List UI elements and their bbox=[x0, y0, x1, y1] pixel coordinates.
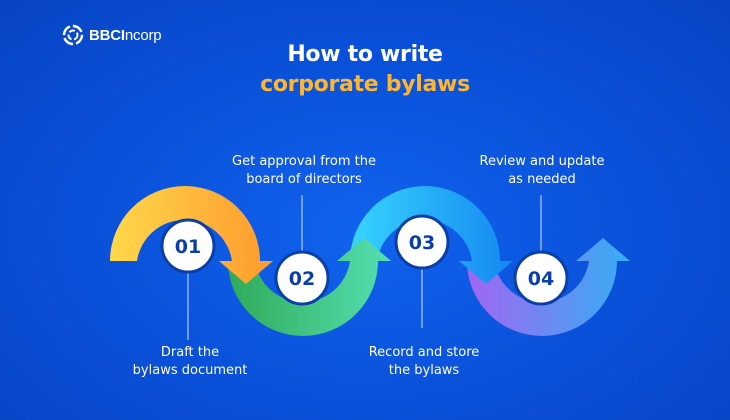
step-02-number: 02 bbox=[289, 268, 315, 290]
step-04-badge: 04 bbox=[513, 250, 569, 306]
step-04-label: Review and update as needed bbox=[479, 154, 605, 187]
step-03-number: 03 bbox=[409, 232, 435, 254]
brand-name: BBCIncorp bbox=[89, 26, 162, 44]
step-03-label: Record and store the bylaws bbox=[368, 345, 480, 378]
step-01-arrow bbox=[110, 186, 273, 284]
step-02-label: Get approval from the board of directors bbox=[232, 154, 376, 187]
step-02-badge: 02 bbox=[274, 250, 330, 306]
circular-logo-icon bbox=[62, 24, 84, 46]
step-02-arrow bbox=[228, 238, 391, 336]
brand-logo: BBCIncorp bbox=[62, 24, 162, 46]
step-01-number: 01 bbox=[175, 236, 201, 258]
step-03-arrow bbox=[350, 186, 513, 284]
title-line-2: corporate bylaws bbox=[260, 72, 470, 97]
step-04-arrow bbox=[467, 238, 630, 336]
step-01-label: Draft the bylaws document bbox=[132, 345, 248, 378]
title-line-1: How to write bbox=[287, 42, 443, 67]
step-01-badge: 01 bbox=[160, 218, 216, 274]
step-04-number: 04 bbox=[528, 268, 554, 290]
step-03-badge: 03 bbox=[394, 214, 450, 270]
